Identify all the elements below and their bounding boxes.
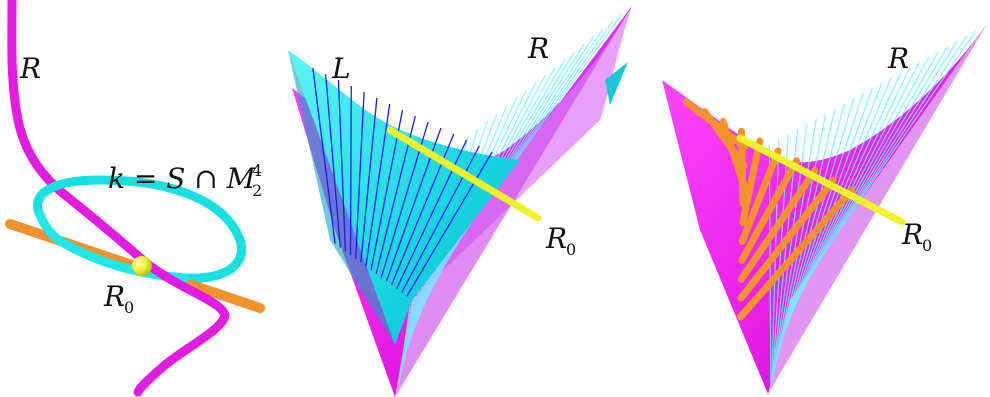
orange-ruling	[738, 147, 782, 245]
line-r0	[386, 126, 542, 222]
point-r0	[132, 256, 152, 276]
ruling-line	[354, 91, 365, 259]
label-r0: R	[901, 218, 923, 251]
label-r0-sub: 0	[922, 236, 932, 255]
label-l: L	[331, 52, 351, 85]
ruling-line	[360, 97, 378, 263]
panel-left: R k = S ∩ M 4 2 R 0	[5, 0, 265, 397]
orange-rulings	[682, 98, 856, 321]
panel-middle: L R R 0	[288, 6, 632, 397]
orange-ruling	[738, 157, 801, 264]
surface-r-rulings	[768, 30, 977, 387]
ruling-line	[776, 108, 836, 361]
ruling-line	[775, 113, 827, 364]
circle-k-back	[33, 175, 246, 283]
label-r0-sub: 0	[124, 298, 134, 317]
curve-r-lower	[133, 257, 230, 397]
panel-right: R R 0	[662, 22, 988, 394]
circle-k-front	[35, 210, 190, 283]
ruling-line	[312, 67, 336, 244]
ruling-line	[771, 139, 780, 383]
line-r0	[736, 134, 906, 226]
ruling-line	[776, 103, 845, 357]
ruling-line	[406, 151, 493, 297]
label-r: R	[527, 32, 549, 65]
label-r0-sub: 0	[566, 240, 576, 259]
surface-l	[288, 50, 520, 345]
label-r: R	[19, 52, 41, 85]
label-r0: R	[545, 222, 567, 255]
ruling-line	[349, 85, 352, 256]
orange-ruling	[737, 176, 837, 302]
orange-ruling	[737, 127, 747, 208]
ruling-line	[365, 103, 391, 267]
ruling-line	[774, 118, 817, 368]
ruling-line	[401, 145, 480, 293]
orange-ruling	[736, 186, 856, 321]
orange-ruling	[737, 167, 819, 283]
label-k-sub: 2	[252, 181, 262, 200]
ruling-line	[337, 79, 347, 252]
curve-r	[7, 0, 150, 267]
ruling-line	[324, 73, 341, 248]
label-r0: R	[103, 280, 125, 313]
ruling-line	[773, 124, 808, 372]
label-k-sup: 4	[252, 161, 262, 180]
ruling-line	[777, 98, 855, 353]
orange-ruling	[739, 137, 764, 227]
label-r: R	[887, 42, 909, 75]
label-k: k = S ∩ M	[108, 162, 257, 195]
